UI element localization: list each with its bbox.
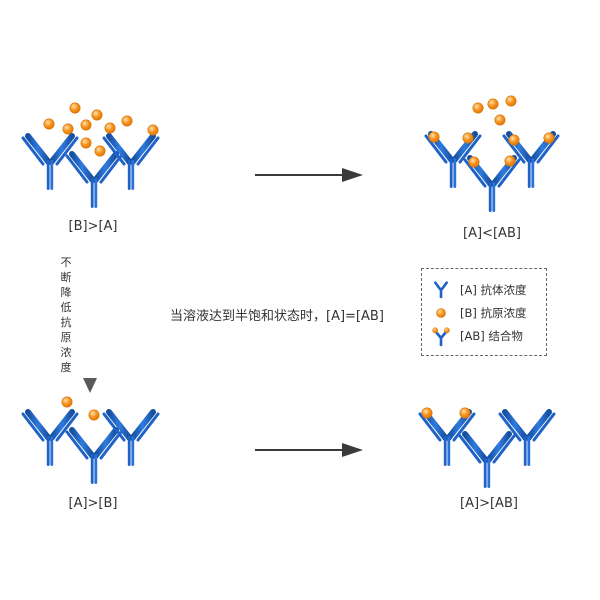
antigen-icon [69, 102, 81, 114]
antigen-icon [80, 119, 92, 131]
antibody-antigen-complex-icon [432, 327, 450, 347]
legend-row-antibody: [A] 抗体浓度 [432, 281, 527, 299]
antigen-icon [43, 118, 55, 130]
antigen-icon [505, 95, 517, 107]
panel-bottom-right-antigens [421, 407, 471, 419]
antigen-icon [462, 132, 474, 144]
antigen-icon [494, 114, 506, 126]
antigen-icon [428, 131, 440, 143]
antigen-icon [94, 145, 106, 157]
legend-label-antibody: [A] 抗体浓度 [460, 283, 527, 297]
panel-bottom-right-antibodies [420, 412, 554, 488]
antigen-icon [432, 304, 450, 322]
antibody-icon [432, 281, 450, 299]
legend-row-antigen: [B] 抗原浓度 [432, 304, 527, 322]
antigen-icon [421, 407, 433, 419]
antigen-icon [62, 123, 74, 135]
antibody-icon [67, 154, 121, 208]
antigen-icon [91, 109, 103, 121]
panel-top-right-antibodies [426, 134, 558, 212]
antigen-icon [88, 409, 100, 421]
label-top-right: [A]<[AB] [463, 226, 521, 241]
arrow-vertical-dashed [83, 245, 97, 393]
legend-label-complex: [AB] 结合物 [460, 329, 523, 343]
label-top-left: [B]>[A] [68, 219, 118, 234]
caption-half-saturation: 当溶液达到半饱和状态时，[A]=[AB] [170, 309, 384, 324]
antibody-icon [460, 434, 514, 488]
panel-top-left-antibodies [23, 136, 158, 208]
panel-bottom-left-antibodies [23, 412, 158, 484]
antigen-icon [504, 155, 516, 167]
antigen-icon [80, 137, 92, 149]
antigen-icon [147, 124, 159, 136]
label-bottom-left: [A]>[B] [68, 496, 118, 511]
antibody-icon [23, 136, 77, 190]
legend: [A] 抗体浓度 [B] 抗原浓度 [AB] 结合物 [421, 268, 547, 356]
arrow-bottom [255, 443, 363, 457]
antigen-icon [61, 396, 73, 408]
arrow-top [255, 168, 363, 182]
antigen-icon [468, 156, 480, 168]
antibody-icon [23, 412, 77, 466]
legend-row-complex: [AB] 结合物 [432, 327, 523, 347]
antigen-icon [543, 132, 555, 144]
antigen-icon [121, 115, 133, 127]
legend-label-antigen: [B] 抗原浓度 [460, 306, 527, 320]
antigen-icon [487, 98, 499, 110]
antigen-icon [508, 134, 520, 146]
antigen-icon [472, 102, 484, 114]
vertical-label: 不断降低抗原浓度 [60, 256, 72, 374]
antigen-icon [459, 407, 471, 419]
antigen-icon [104, 122, 116, 134]
label-bottom-right: [A]>[AB] [460, 496, 518, 511]
antibody-icon [67, 430, 121, 484]
